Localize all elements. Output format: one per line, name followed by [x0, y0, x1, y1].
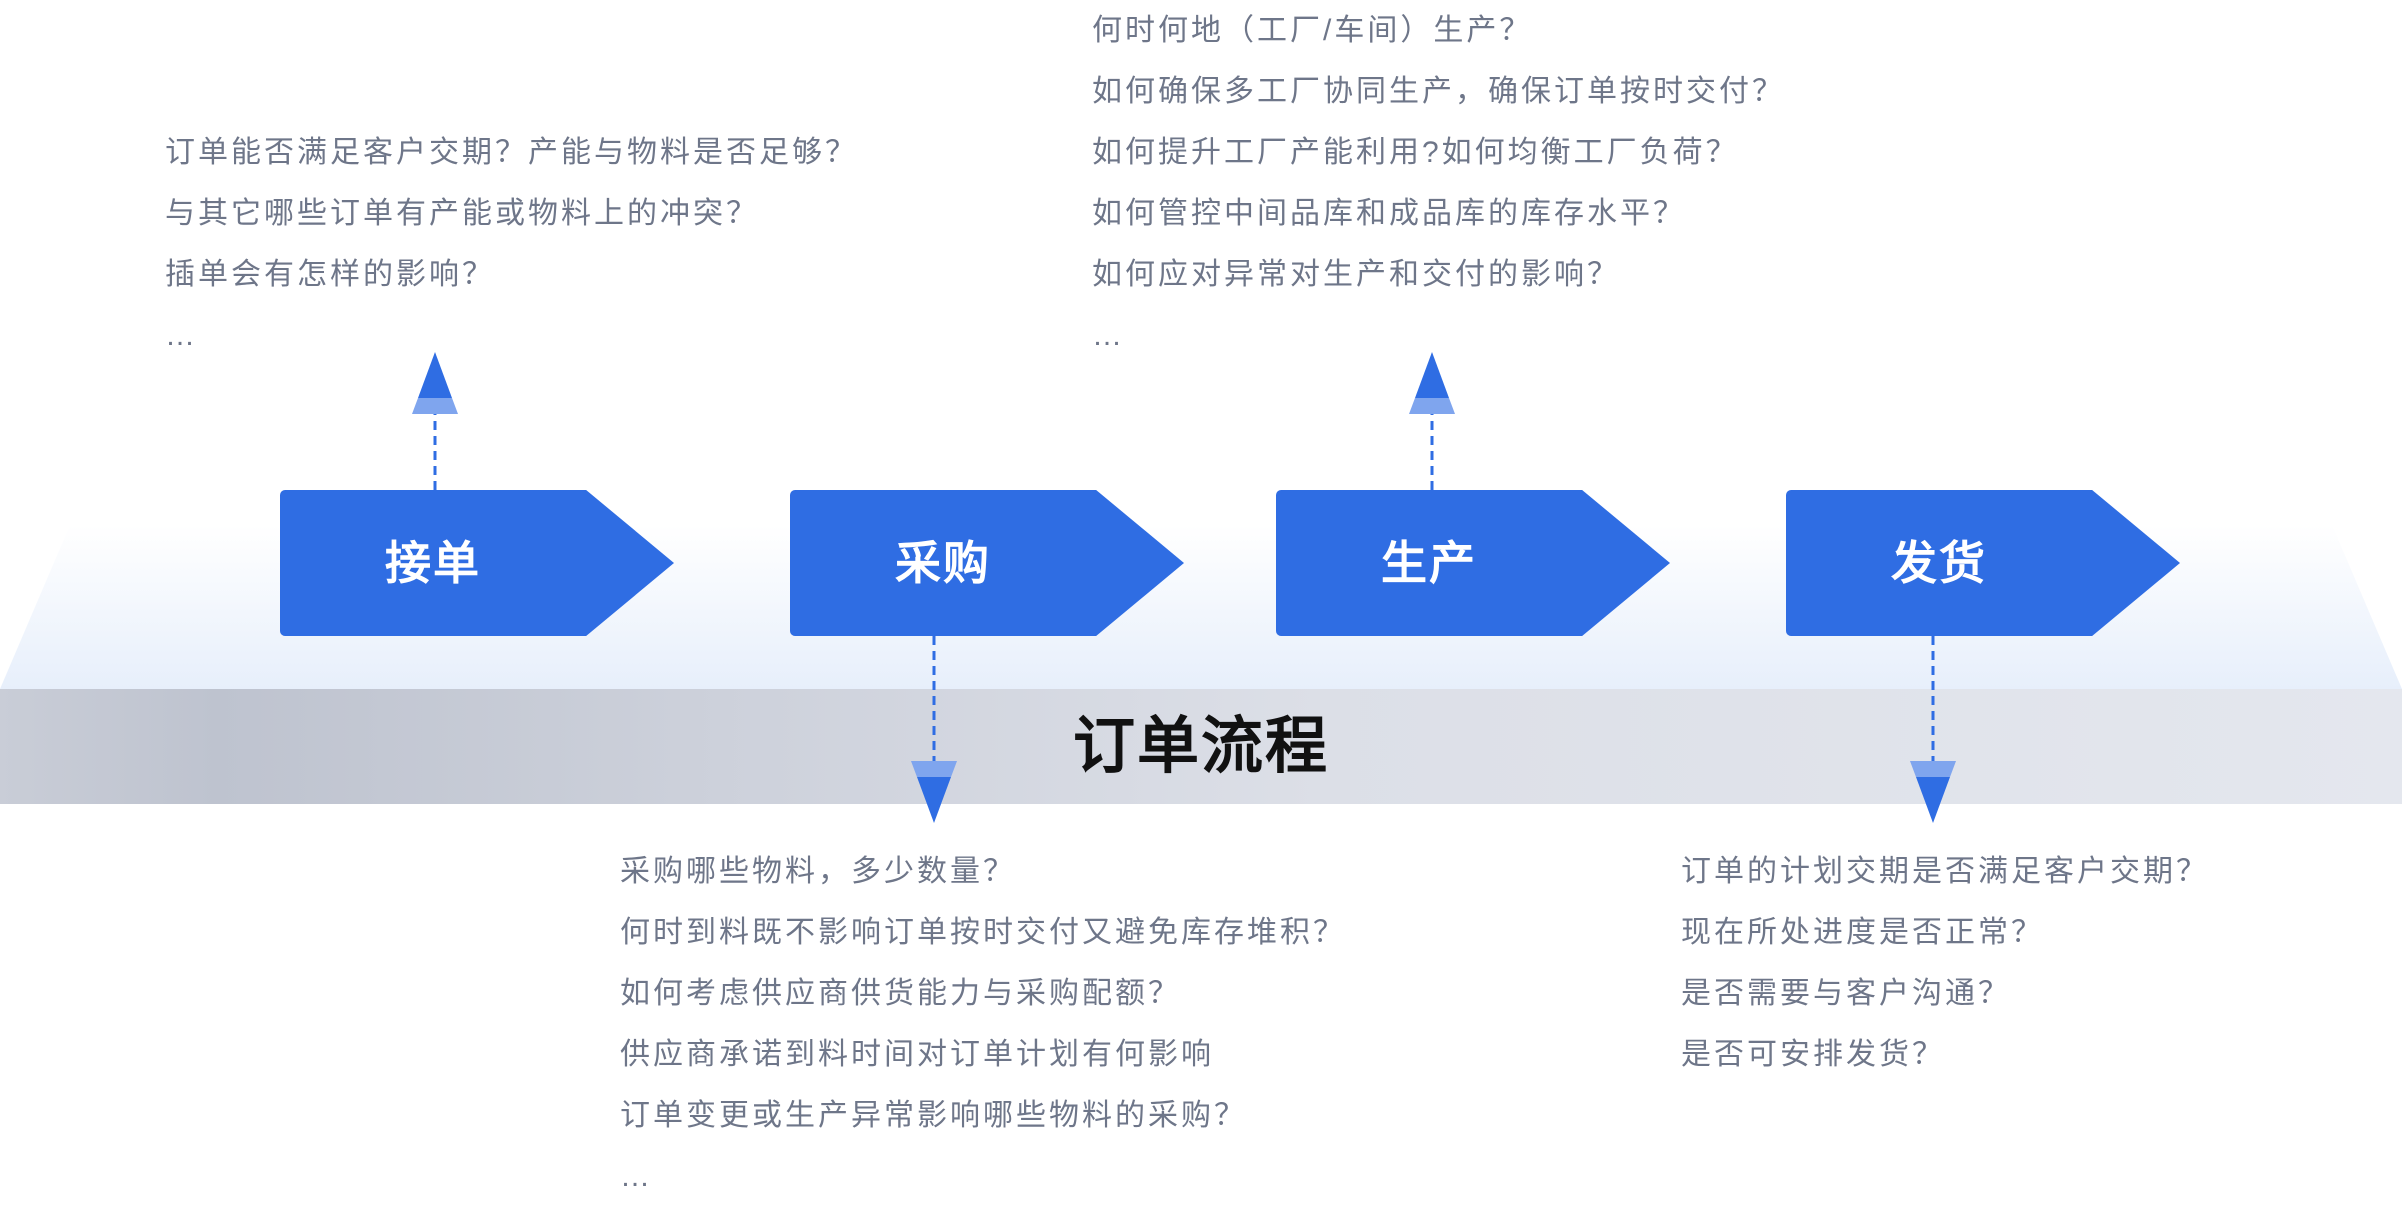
- step-procurement: 采购: [790, 490, 1184, 636]
- question-item: 供应商承诺到料时间对订单计划有何影响: [620, 1038, 1214, 1071]
- connector-production-up: [1409, 352, 1455, 490]
- connector-procurement-down: [911, 636, 957, 823]
- question-item: 如何提升工厂产能利用?如何均衡工厂负荷？: [1092, 136, 1739, 169]
- step-arrow-shape: [790, 490, 1184, 636]
- diagram-title: 订单流程: [1072, 712, 1329, 781]
- question-item: 是否可安排发货？: [1681, 1038, 1945, 1071]
- question-item: 是否需要与客户沟通？: [1681, 977, 2011, 1010]
- title-band: 订单流程: [0, 689, 2402, 804]
- question-item: 与其它哪些订单有产能或物料上的冲突？: [165, 197, 759, 230]
- step-arrow-shape: [1786, 490, 2180, 636]
- question-item: 如何管控中间品库和成品库的库存水平？: [1092, 197, 1686, 230]
- question-item: 如何考虑供应商供货能力与采购配额？: [620, 977, 1181, 1010]
- step-label: 生产: [1381, 537, 1477, 589]
- questions-order: 订单能否满足客户交期？产能与物料是否足够？ 与其它哪些订单有产能或物料上的冲突？…: [165, 122, 858, 366]
- step-label: 接单: [385, 537, 481, 589]
- questions-shipping: 订单的计划交期是否满足客户交期？ 现在所处进度是否正常？ 是否需要与客户沟通？ …: [1681, 841, 2209, 1085]
- connector-shipping-down: [1910, 636, 1956, 823]
- question-item: 现在所处进度是否正常？: [1681, 916, 2044, 949]
- step-arrow-shape: [1276, 490, 1670, 636]
- step-shipping: 发货: [1786, 490, 2180, 636]
- arrowhead-down-icon: [1916, 777, 1950, 823]
- arrowhead-up-icon: [418, 352, 452, 398]
- question-ellipsis: …: [165, 319, 198, 352]
- question-item: 订单变更或生产异常影响哪些物料的采购？: [620, 1099, 1247, 1132]
- question-item: 如何确保多工厂协同生产，确保订单按时交付？: [1092, 75, 1785, 108]
- questions-production: 何时何地（工厂/车间）生产？ 如何确保多工厂协同生产，确保订单按时交付？ 如何提…: [1092, 0, 1785, 366]
- arrowhead-base: [412, 398, 458, 414]
- step-production: 生产: [1276, 490, 1670, 636]
- arrowhead-up-icon: [1415, 352, 1449, 398]
- questions-procurement: 采购哪些物料，多少数量？ 何时到料既不影响订单按时交付又避免库存堆积？ 如何考虑…: [620, 841, 1346, 1207]
- question-item: 采购哪些物料，多少数量？: [620, 855, 1016, 888]
- arrowhead-base: [911, 761, 957, 777]
- question-item: 订单能否满足客户交期？产能与物料是否足够？: [165, 136, 858, 169]
- question-item: 如何应对异常对生产和交付的影响？: [1092, 258, 1620, 291]
- question-ellipsis: …: [620, 1160, 653, 1193]
- arrowhead-base: [1409, 398, 1455, 414]
- connector-order-up: [412, 352, 458, 490]
- question-item: 插单会有怎样的影响？: [165, 258, 495, 291]
- question-item: 订单的计划交期是否满足客户交期？: [1681, 855, 2209, 888]
- step-label: 采购: [895, 537, 991, 589]
- question-item: 何时何地（工厂/车间）生产？: [1092, 14, 1533, 47]
- step-order: 接单: [280, 490, 674, 636]
- question-ellipsis: …: [1092, 319, 1125, 352]
- question-item: 何时到料既不影响订单按时交付又避免库存堆积？: [620, 916, 1346, 949]
- arrowhead-base: [1910, 761, 1956, 777]
- step-arrow-shape: [280, 490, 674, 636]
- arrowhead-down-icon: [917, 777, 951, 823]
- step-label: 发货: [1891, 537, 1987, 589]
